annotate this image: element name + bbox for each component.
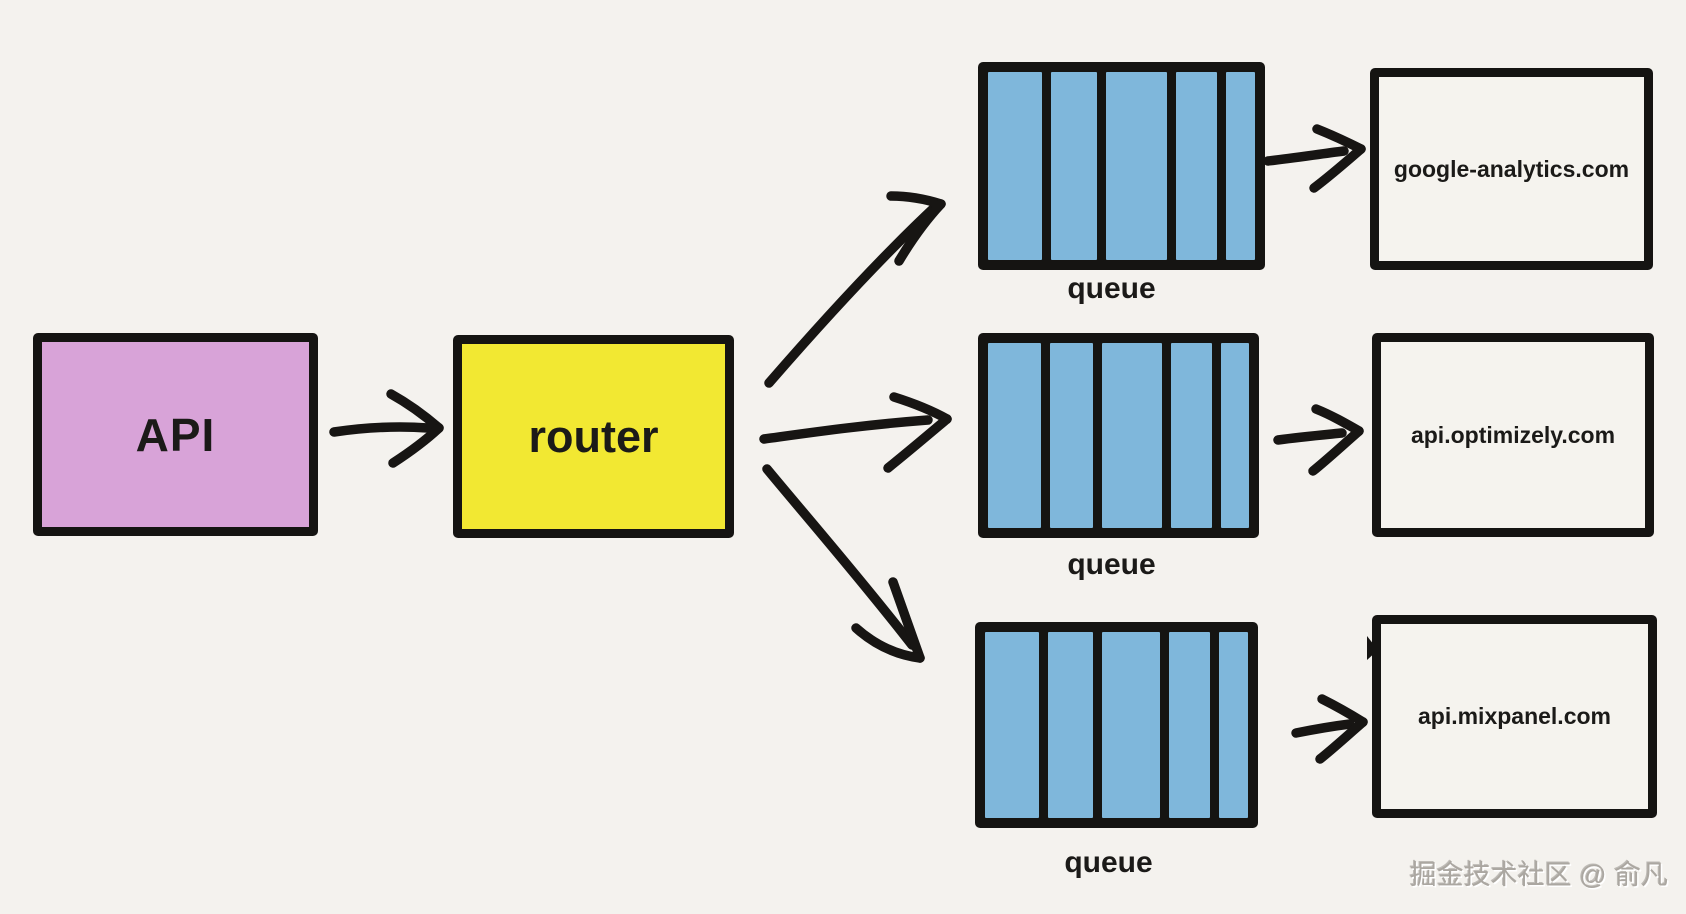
queue-segment	[985, 632, 1039, 818]
api-label: API	[135, 408, 216, 461]
queue-node-2	[978, 333, 1259, 538]
arrow-queue-3-to-destination-icon	[1291, 694, 1368, 764]
queue-segment	[1101, 632, 1161, 818]
destination-node-mixpanel: api.mixpanel.com	[1372, 615, 1657, 818]
queue-node-1	[978, 62, 1265, 270]
queue-2-label: queue	[1067, 548, 1156, 581]
arrow-api-to-router-icon	[329, 389, 444, 468]
queue-segment	[1176, 72, 1217, 260]
queue-segment	[1171, 343, 1212, 528]
watermark-text: 掘金技术社区 @ 俞凡	[1409, 860, 1668, 890]
arrow-router-to-queue-2-icon	[759, 392, 952, 473]
queue-segment	[1049, 343, 1094, 528]
queue-segment	[1169, 632, 1210, 818]
destination-label: api.optimizely.com	[1410, 421, 1616, 448]
queue-segment	[1220, 343, 1250, 528]
api-node: API	[33, 333, 318, 536]
arrow-queue-2-to-destination-icon	[1273, 404, 1364, 476]
queue-segment	[1225, 72, 1256, 260]
queue-segment	[1105, 72, 1168, 260]
queue-segment	[988, 343, 1041, 528]
destination-node-optimizely: api.optimizely.com	[1372, 333, 1654, 537]
destination-label: google-analytics.com	[1393, 155, 1630, 182]
destination-node-google-analytics: google-analytics.com	[1370, 68, 1653, 270]
queue-segment	[988, 72, 1043, 260]
queue-segment	[1102, 343, 1163, 528]
queue-node-3	[975, 622, 1258, 828]
queue-segment	[1218, 632, 1248, 818]
queue-segment	[1047, 632, 1093, 818]
arrow-queue-1-to-destination-icon	[1263, 124, 1366, 193]
arrow-router-to-queue-1-icon	[764, 191, 946, 388]
queue-1-label: queue	[1067, 272, 1156, 305]
router-node: router	[453, 335, 734, 538]
queue-3-label: queue	[1064, 846, 1153, 879]
arrow-router-to-queue-3-icon	[762, 464, 925, 663]
destination-label: api.mixpanel.com	[1417, 703, 1611, 729]
queue-segment	[1051, 72, 1097, 260]
router-label: router	[528, 410, 659, 462]
